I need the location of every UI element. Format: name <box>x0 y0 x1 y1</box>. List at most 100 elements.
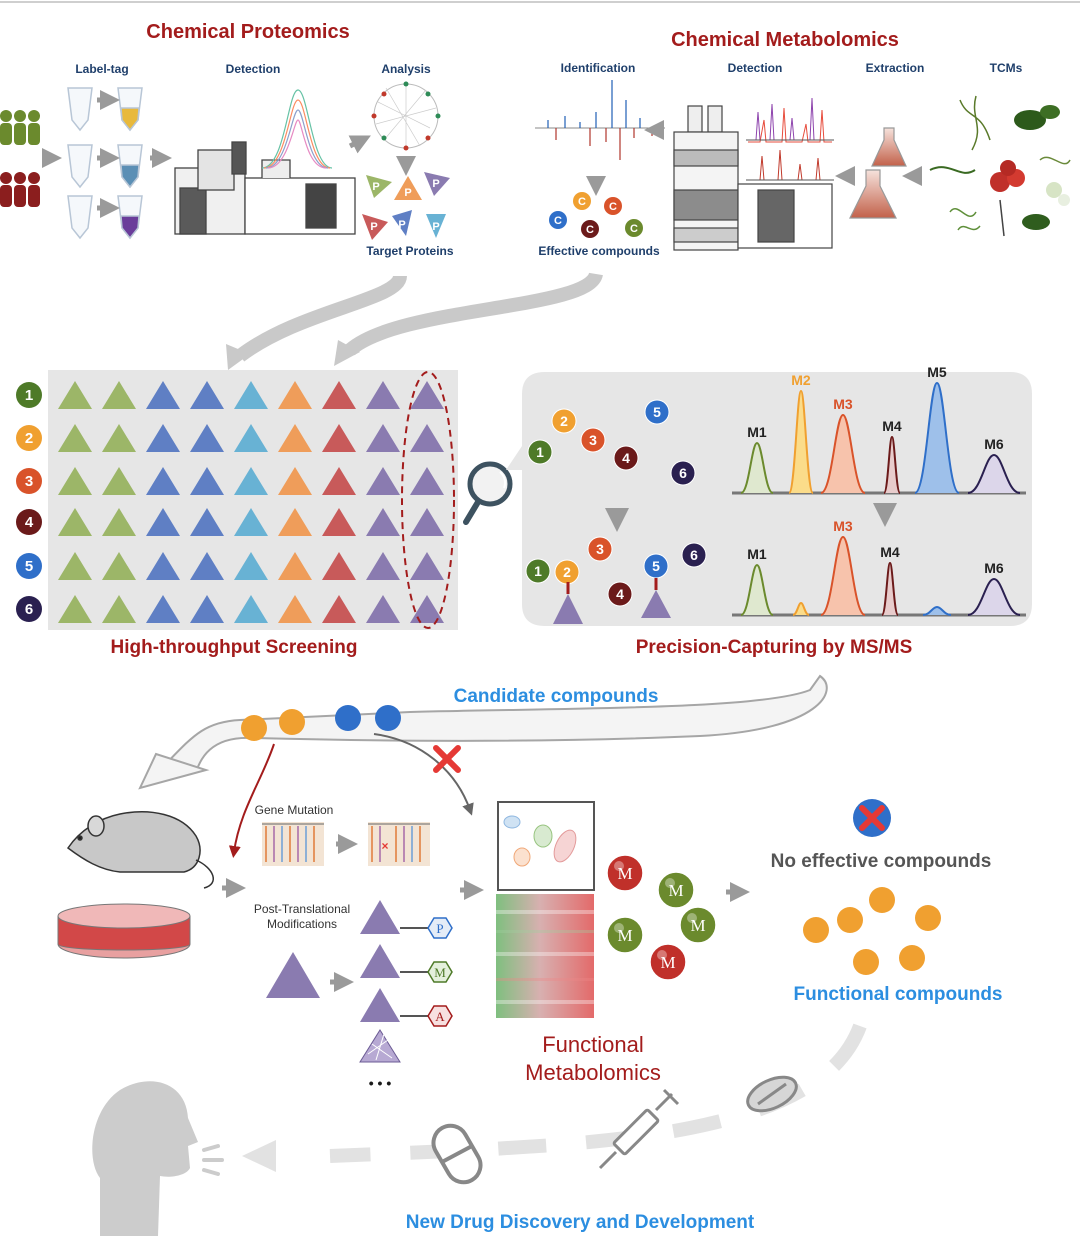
ms-peak <box>792 601 810 616</box>
arrow-icon <box>348 135 371 154</box>
svg-text:P: P <box>432 221 439 233</box>
tube-column-right-icon <box>117 87 143 240</box>
compound-badge: 2 <box>551 408 577 434</box>
arrowhead-icon <box>226 344 250 370</box>
screening-triangle <box>190 595 224 623</box>
row-number-text: 1 <box>25 387 33 404</box>
metabolite-ball-icon: M <box>606 916 644 954</box>
protein-triangle-icon <box>266 952 320 998</box>
compound-circle-icon: C <box>581 220 599 238</box>
degraded-protein-icon <box>359 1029 401 1063</box>
row-number-badge: 5 <box>16 553 42 579</box>
peak-label: M3 <box>833 518 853 534</box>
petri-dish-icon <box>57 903 191 959</box>
protein-triangle-icon: P <box>392 210 412 236</box>
screening-triangle <box>410 467 444 495</box>
svg-text:P: P <box>398 219 405 231</box>
compound-badge: 1 <box>527 439 553 465</box>
functional-compound-circles <box>803 887 941 975</box>
svg-text:C: C <box>630 223 638 235</box>
ptm-label-line1: Post-Translational <box>254 902 350 916</box>
mass-spectrometer-icon <box>174 141 356 235</box>
row-number-text: 3 <box>25 473 33 490</box>
reject-x-icon <box>433 745 461 773</box>
mouse-icon <box>66 811 214 889</box>
svg-text:M: M <box>668 881 683 900</box>
screening-triangle <box>278 381 312 409</box>
row-number-text: 5 <box>25 558 33 575</box>
peak-label: M6 <box>984 560 1004 576</box>
screening-triangle <box>190 467 224 495</box>
metabolomics-detection-label: Detection <box>728 61 783 75</box>
svg-text:6: 6 <box>690 547 698 563</box>
candidate-circle-icon <box>241 715 267 741</box>
footer-title: New Drug Discovery and Development <box>406 1212 755 1233</box>
target-proteins-label: Target Proteins <box>366 244 453 258</box>
ms-peak: M3 <box>820 518 866 616</box>
people-group-green-icon <box>0 110 40 145</box>
screening-triangle <box>102 424 136 452</box>
svg-text:M: M <box>690 916 705 935</box>
screening-triangle <box>146 552 180 580</box>
peak-label: M5 <box>927 364 947 380</box>
metabolite-ball-icon: M <box>679 906 717 944</box>
screening-triangle <box>366 552 400 580</box>
ms-peak: M5 <box>914 364 960 494</box>
screening-triangle <box>58 595 92 623</box>
screening-triangle <box>58 381 92 409</box>
svg-text:1: 1 <box>534 563 542 579</box>
tcms-label: TCMs <box>990 61 1023 75</box>
ptm-mark: A <box>435 1009 445 1024</box>
screening-triangle <box>234 508 268 536</box>
lc-chromatogram-icon <box>746 97 834 181</box>
screening-triangle <box>366 595 400 623</box>
candidate-flow-arrow-icon <box>151 674 828 778</box>
svg-text:P: P <box>372 181 379 193</box>
protein-triangle-icon <box>553 594 583 624</box>
arrowhead-icon <box>242 1140 276 1172</box>
compound-badge: 1 <box>525 558 551 584</box>
screening-triangle <box>102 595 136 623</box>
screening-triangle <box>146 508 180 536</box>
screening-panel <box>48 370 458 630</box>
screening-triangle <box>322 508 356 536</box>
metabolomics-title: Chemical Metabolomics <box>671 29 899 51</box>
screening-triangle <box>278 595 312 623</box>
capsule-icon <box>431 1123 483 1185</box>
screening-triangle <box>410 552 444 580</box>
peak-label: M4 <box>882 418 902 434</box>
ms-peak: M6 <box>967 560 1021 616</box>
tcm-herbs-icon <box>929 95 1071 237</box>
compound-badge: 6 <box>681 542 707 568</box>
svg-text:3: 3 <box>596 541 604 557</box>
row-number-text: 6 <box>25 601 33 618</box>
screening-title: High-throughput Screening <box>111 637 358 658</box>
ptm-modifications-list: PMA <box>360 900 453 1027</box>
ms-peak: M4 <box>882 418 902 494</box>
metabolite-ball-icon: M <box>657 871 695 909</box>
screening-triangle <box>102 552 136 580</box>
compound-badge: 4 <box>607 581 633 607</box>
protein-triangle-icon: P <box>424 172 450 196</box>
ms-peak: M4 <box>880 544 900 616</box>
heatmap-icon <box>496 894 594 1018</box>
compound-badge: 3 <box>580 427 606 453</box>
screening-triangle <box>322 595 356 623</box>
screening-triangle <box>146 381 180 409</box>
candidate-circle-icon <box>335 705 361 731</box>
msms-spectrum-icon <box>535 80 665 160</box>
compound-circle-icon: C <box>625 219 643 237</box>
screening-triangle <box>102 467 136 495</box>
ptm-modified-protein: P <box>360 900 453 939</box>
syringe-icon <box>598 1088 680 1170</box>
ptm-mark: P <box>436 921 443 936</box>
flask-icon <box>849 127 907 219</box>
svg-text:5: 5 <box>652 558 660 574</box>
metabolite-ball-icon: M <box>649 943 687 981</box>
pca-clusters <box>503 815 577 867</box>
protein-network-icon <box>371 81 441 151</box>
